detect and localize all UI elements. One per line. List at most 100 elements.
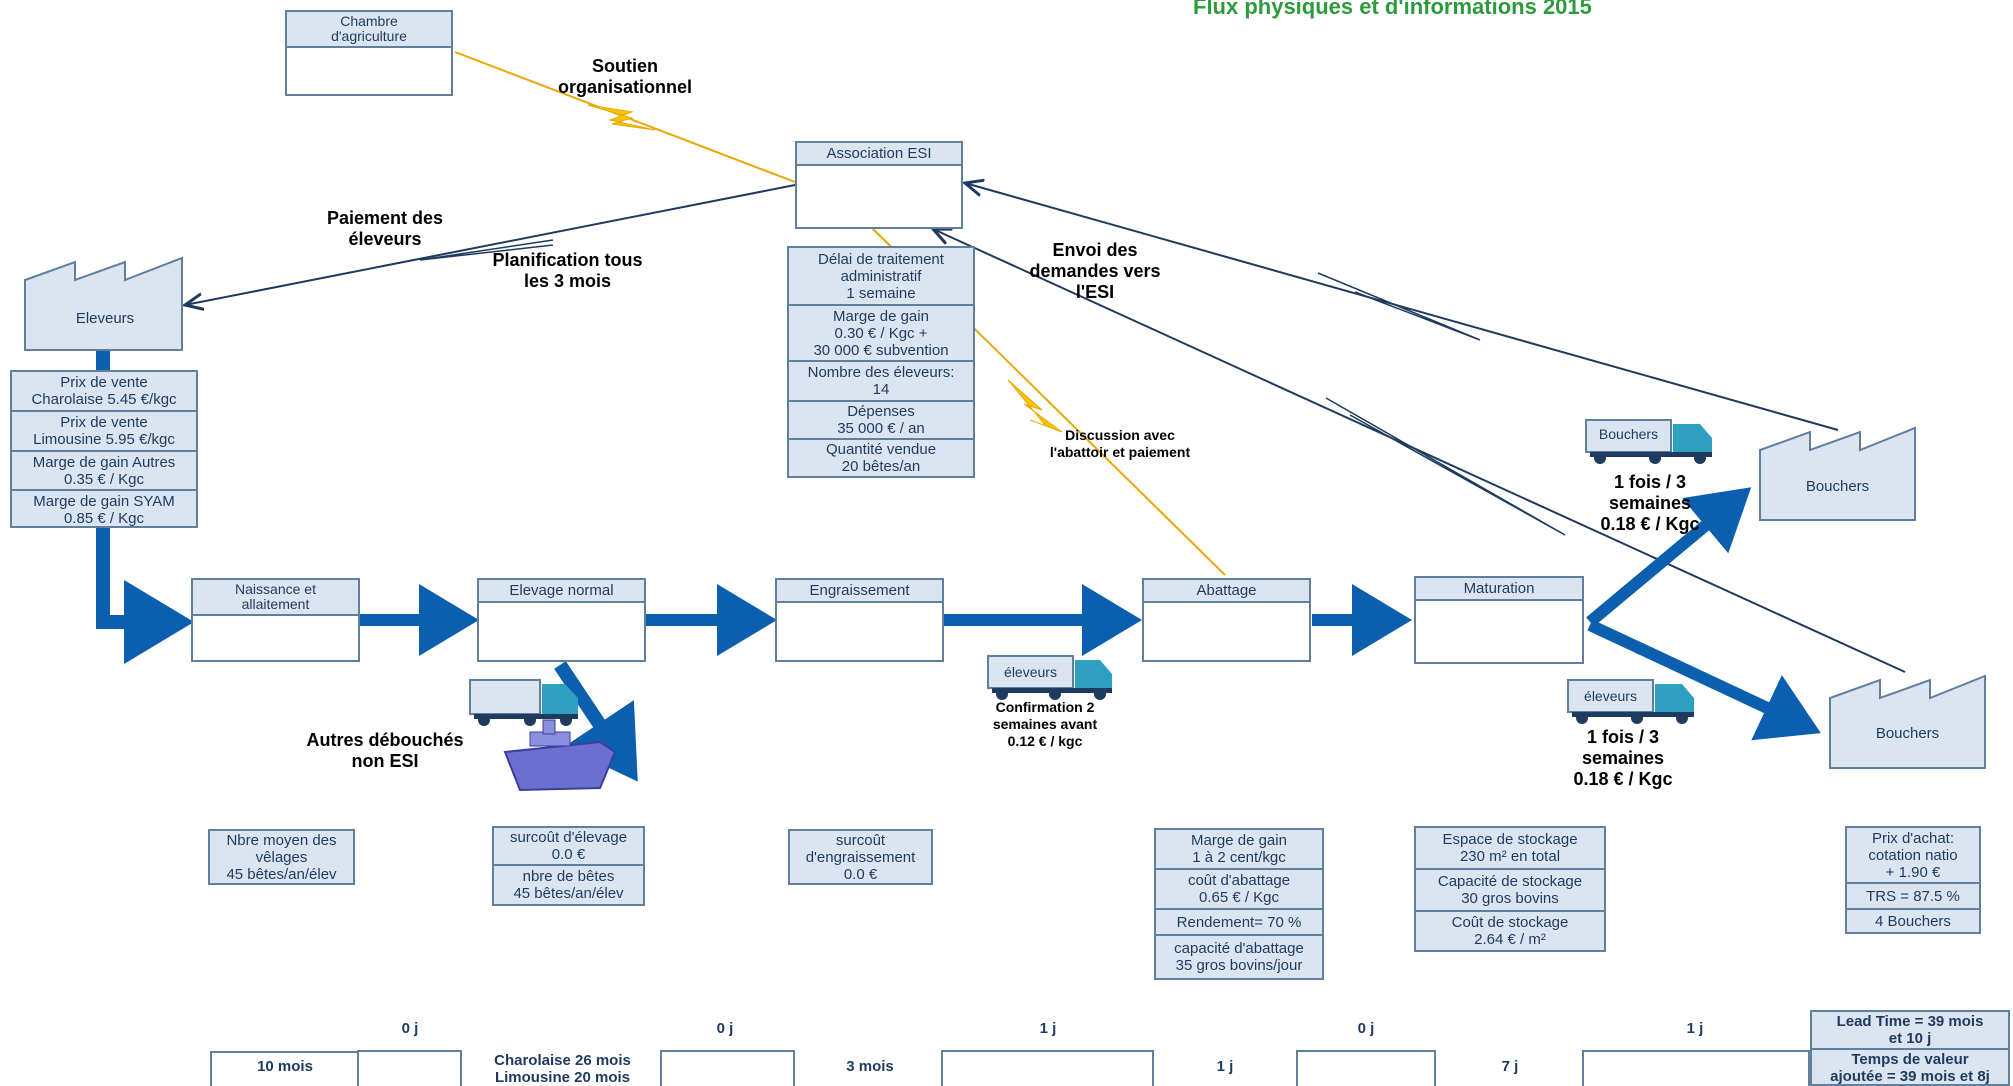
truck-label: éleveurs bbox=[1004, 664, 1057, 680]
data-cell: Prix de vente Charolaise 5.45 €/kgc bbox=[12, 372, 196, 412]
naissance-data-box: Nbre moyen des vêlages 45 bêtes/an/élev bbox=[208, 829, 355, 885]
bouchers-label: Bouchers bbox=[1875, 725, 1940, 742]
timeline-segment bbox=[1296, 1050, 1436, 1086]
bouchers-data-box: Prix d'achat: cotation natio + 1.90 € TR… bbox=[1845, 826, 1981, 934]
page-title: Flux physiques et d'informations 2015 bbox=[1193, 0, 1592, 19]
data-cell: surcoût d'élevage 0.0 € bbox=[494, 828, 643, 866]
electronic-info-icon bbox=[1325, 397, 1566, 536]
lightning-bolt-icon bbox=[1007, 379, 1063, 433]
data-cell: Marge de gain Autres 0.35 € / Kgc bbox=[12, 452, 196, 491]
timeline-top: 0 j bbox=[1357, 1020, 1375, 1037]
truck-label: éleveurs bbox=[1584, 688, 1637, 704]
data-cell: coût d'abattage 0.65 € / Kgc bbox=[1156, 870, 1322, 910]
timeline-top: 0 j bbox=[401, 1020, 419, 1037]
data-cell: Capacité de stockage 30 gros bovins bbox=[1416, 870, 1604, 912]
soutien-label: Soutien organisationnel bbox=[557, 56, 692, 97]
info-arrow-bouchers-esi bbox=[965, 183, 1839, 431]
electronic-info-icon bbox=[419, 239, 554, 261]
process-label: Naissance et allaitement bbox=[193, 580, 358, 616]
timeline-segment bbox=[660, 1050, 795, 1086]
confirmation-label: Confirmation 2 semaines avant 0.12 € / k… bbox=[992, 699, 1098, 749]
planification-label: Planification tous les 3 mois bbox=[492, 250, 643, 291]
process-engraissement: Engraissement bbox=[775, 578, 944, 662]
factory-icon bbox=[24, 256, 183, 351]
process-elevage: Elevage normal bbox=[477, 578, 646, 662]
process-label: Maturation bbox=[1416, 578, 1582, 601]
timeline-bottom: 7 j bbox=[1501, 1058, 1519, 1075]
data-cell: Prix de vente Limousine 5.95 €/kgc bbox=[12, 412, 196, 452]
truck-icon bbox=[987, 655, 1112, 700]
process-abattage: Abattage bbox=[1142, 578, 1311, 662]
engraissement-data-box: surcoût d'engraissement 0.0 € bbox=[788, 829, 933, 885]
timeline-bottom: 3 mois bbox=[846, 1058, 894, 1075]
data-cell: Délai de traitement administratif 1 sema… bbox=[789, 248, 973, 306]
eleveurs-data-box: Prix de vente Charolaise 5.45 €/kgc Prix… bbox=[10, 370, 198, 528]
esi-box: Association ESI bbox=[795, 141, 963, 229]
factory-icon bbox=[1759, 426, 1916, 521]
maturation-data-box: Espace de stockage 230 m² en total Capac… bbox=[1414, 826, 1606, 952]
data-cell: Marge de gain SYAM 0.85 € / Kgc bbox=[33, 492, 175, 527]
process-label: Engraissement bbox=[777, 580, 942, 603]
bouchers-label: Bouchers bbox=[1805, 478, 1870, 495]
data-cell: Marge de gain 0.30 € / Kgc + 30 000 € su… bbox=[789, 306, 973, 362]
timeline-bottom: 1 j bbox=[1216, 1058, 1234, 1075]
info-arrow-esi-eleveurs bbox=[185, 184, 796, 305]
timeline-line bbox=[210, 1051, 358, 1053]
data-cell: TRS = 87.5 % bbox=[1847, 884, 1979, 910]
timeline-bottom: Charolaise 26 mois Limousine 20 mois bbox=[494, 1052, 631, 1086]
data-cell: Prix d'achat: cotation natio + 1.90 € bbox=[1847, 828, 1979, 884]
truck-icon bbox=[1585, 419, 1712, 464]
timeline-top: 0 j bbox=[716, 1020, 734, 1037]
data-cell: Dépenses 35 000 € / an bbox=[789, 402, 973, 440]
data-cell: Coût de stockage 2.64 € / m² bbox=[1451, 914, 1569, 948]
eleveurs-label: Eleveurs bbox=[75, 310, 135, 327]
truck-label: Bouchers bbox=[1598, 426, 1659, 442]
timeline-segment bbox=[357, 1050, 462, 1086]
esi-label: Association ESI bbox=[797, 143, 961, 166]
timeline-top: 1 j bbox=[1686, 1020, 1704, 1037]
flow-maturation-bouchers2 bbox=[1587, 619, 1821, 741]
flow-autres-debouches bbox=[554, 661, 638, 782]
data-cell: surcoût d'engraissement 0.0 € bbox=[805, 831, 916, 883]
data-cell: capacité d'abattage 35 gros bovins/jour bbox=[1174, 940, 1304, 974]
data-cell: nbre de bêtes 45 bêtes/an/élev bbox=[513, 868, 624, 902]
timeline-top: 1 j bbox=[1039, 1020, 1057, 1037]
lead-time: Lead Time = 39 mois et 10 j bbox=[1812, 1012, 2008, 1050]
ship-icon bbox=[503, 719, 617, 792]
factory-icon bbox=[1829, 674, 1986, 769]
truck-icon bbox=[1567, 679, 1694, 724]
process-label: Abattage bbox=[1144, 580, 1309, 603]
autres-debouches-label: Autres débouchés non ESI bbox=[306, 730, 464, 771]
chambre-label: Chambre d'agriculture bbox=[287, 12, 451, 48]
flow-maturation-bouchers bbox=[1586, 487, 1752, 627]
esi-data-box: Délai de traitement administratif 1 sema… bbox=[787, 246, 975, 478]
timeline-bottom: 10 mois bbox=[257, 1058, 313, 1075]
envoi-label: Envoi des demandes vers l'ESI bbox=[1029, 240, 1161, 302]
data-cell: Nbre moyen des vêlages 45 bêtes/an/élev bbox=[226, 831, 337, 883]
transport-eleveurs-label: 1 fois / 3 semaines 0.18 € / Kgc bbox=[1573, 727, 1673, 789]
process-maturation: Maturation bbox=[1414, 576, 1584, 664]
data-cell: Espace de stockage 230 m² en total bbox=[1416, 828, 1604, 870]
lightning-bolt-icon bbox=[587, 104, 656, 131]
data-cell: 4 Bouchers bbox=[1875, 912, 1951, 930]
process-naissance: Naissance et allaitement bbox=[191, 578, 360, 662]
abattage-data-box: Marge de gain 1 à 2 cent/kgc coût d'abat… bbox=[1154, 828, 1324, 980]
discussion-label: Discussion avec l'abattoir et paiement bbox=[1049, 427, 1191, 460]
timeline-line bbox=[210, 1051, 212, 1086]
lead-time-box: Lead Time = 39 mois et 10 j Temps de val… bbox=[1810, 1010, 2010, 1086]
data-cell: Nombre des éleveurs: 14 bbox=[789, 362, 973, 402]
data-cell: Rendement= 70 % bbox=[1156, 910, 1322, 936]
elevage-data-box: surcoût d'élevage 0.0 € nbre de bêtes 45… bbox=[492, 826, 645, 906]
timeline-segment bbox=[1582, 1050, 1810, 1086]
data-cell: Quantité vendue 20 bêtes/an bbox=[825, 441, 937, 475]
process-label: Elevage normal bbox=[479, 580, 644, 603]
chambre-agriculture-box: Chambre d'agriculture bbox=[285, 10, 453, 96]
value-added-time: Temps de valeur ajoutée = 39 mois et 8j bbox=[1830, 1051, 1990, 1085]
truck-icon bbox=[469, 679, 578, 726]
timeline-segment bbox=[941, 1050, 1154, 1086]
data-cell: Marge de gain 1 à 2 cent/kgc bbox=[1156, 830, 1322, 870]
paiement-label: Paiement des éleveurs bbox=[326, 208, 444, 249]
electronic-info-icon bbox=[1317, 272, 1481, 341]
